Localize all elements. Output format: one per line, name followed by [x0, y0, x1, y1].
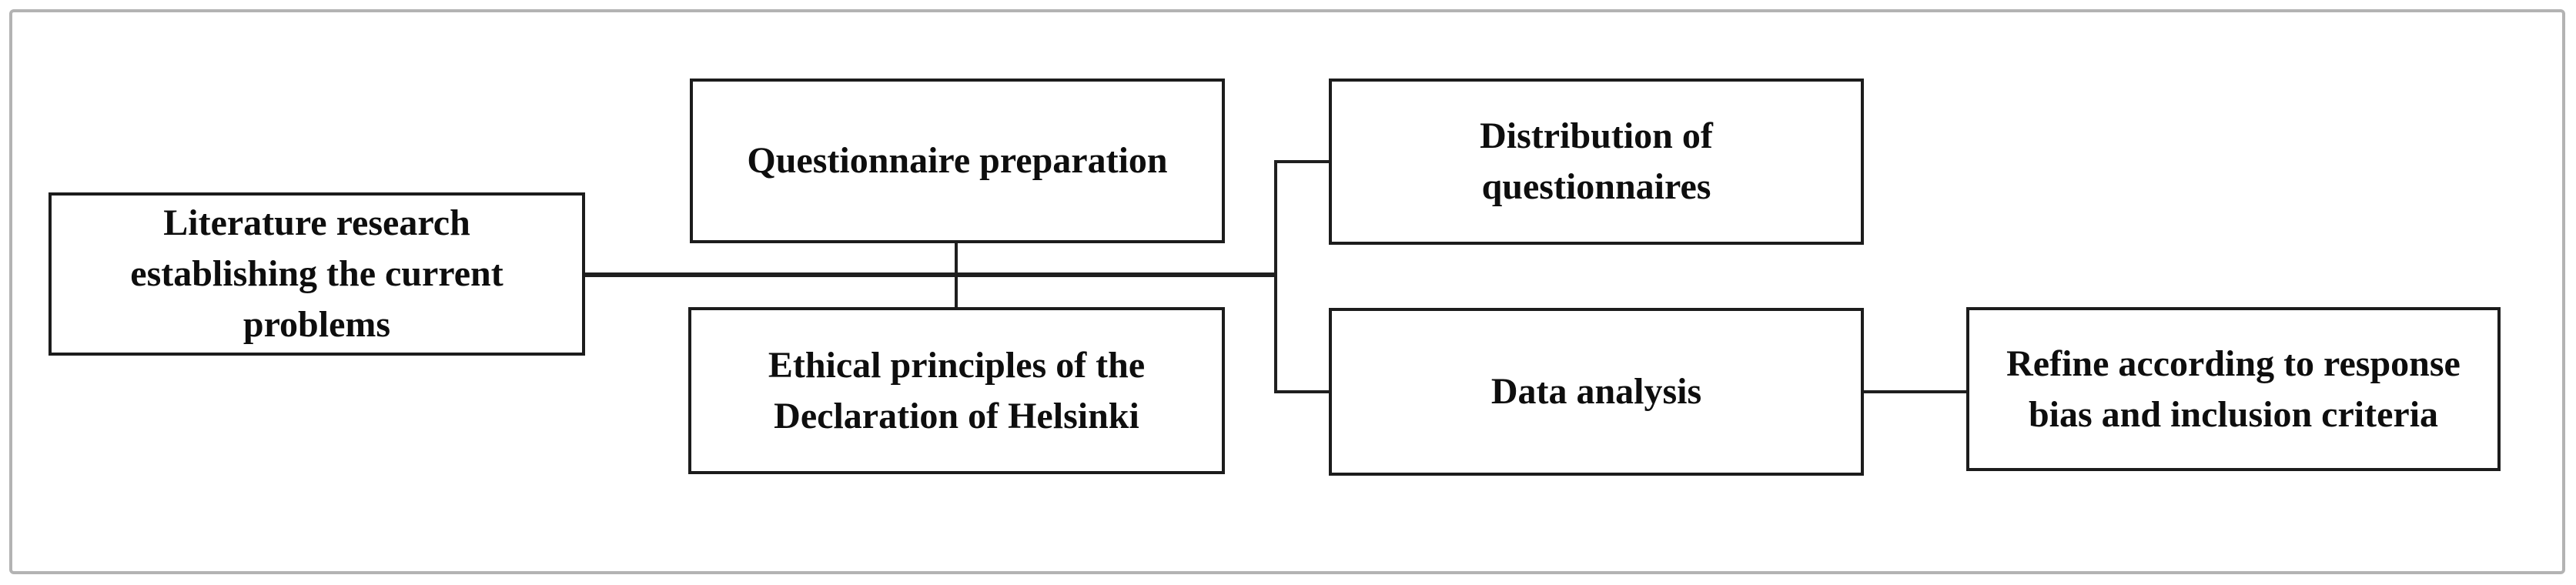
- connector-bracket-vertical: [1274, 160, 1277, 393]
- flow-box-label-refine-response-bias: Refine according to response bias and in…: [2006, 343, 2461, 435]
- flow-box-label-questionnaire-preparation: Questionnaire preparation: [747, 140, 1168, 181]
- flow-box-questionnaire-preparation: Questionnaire preparation: [690, 79, 1225, 243]
- connector-bracket-to-data-analysis: [1274, 390, 1329, 393]
- flow-box-label-distribution-of-questionnaires: Distribution of questionnaires: [1480, 115, 1713, 207]
- connector-questionnaire-to-ethical: [955, 243, 958, 307]
- figure-frame-border: [9, 9, 2565, 574]
- flow-box-label-literature-research: Literature research establishing the cur…: [130, 202, 503, 345]
- connector-bracket-to-distribution: [1274, 160, 1329, 163]
- flow-box-label-data-analysis: Data analysis: [1490, 371, 1702, 412]
- flow-box-data-analysis: Data analysis: [1329, 308, 1864, 476]
- flow-box-label-ethical-principles: Ethical principles of the Declaration of…: [768, 344, 1146, 436]
- flow-box-refine-response-bias: Refine according to response bias and in…: [1966, 307, 2501, 471]
- flow-box-ethical-principles: Ethical principles of the Declaration of…: [688, 307, 1225, 474]
- flow-box-literature-research: Literature research establishing the cur…: [49, 192, 585, 356]
- connector-literature-to-bracket: [584, 272, 1276, 277]
- flow-box-distribution-of-questionnaires: Distribution of questionnaires: [1329, 79, 1864, 245]
- connector-data-analysis-to-refine: [1864, 390, 1966, 393]
